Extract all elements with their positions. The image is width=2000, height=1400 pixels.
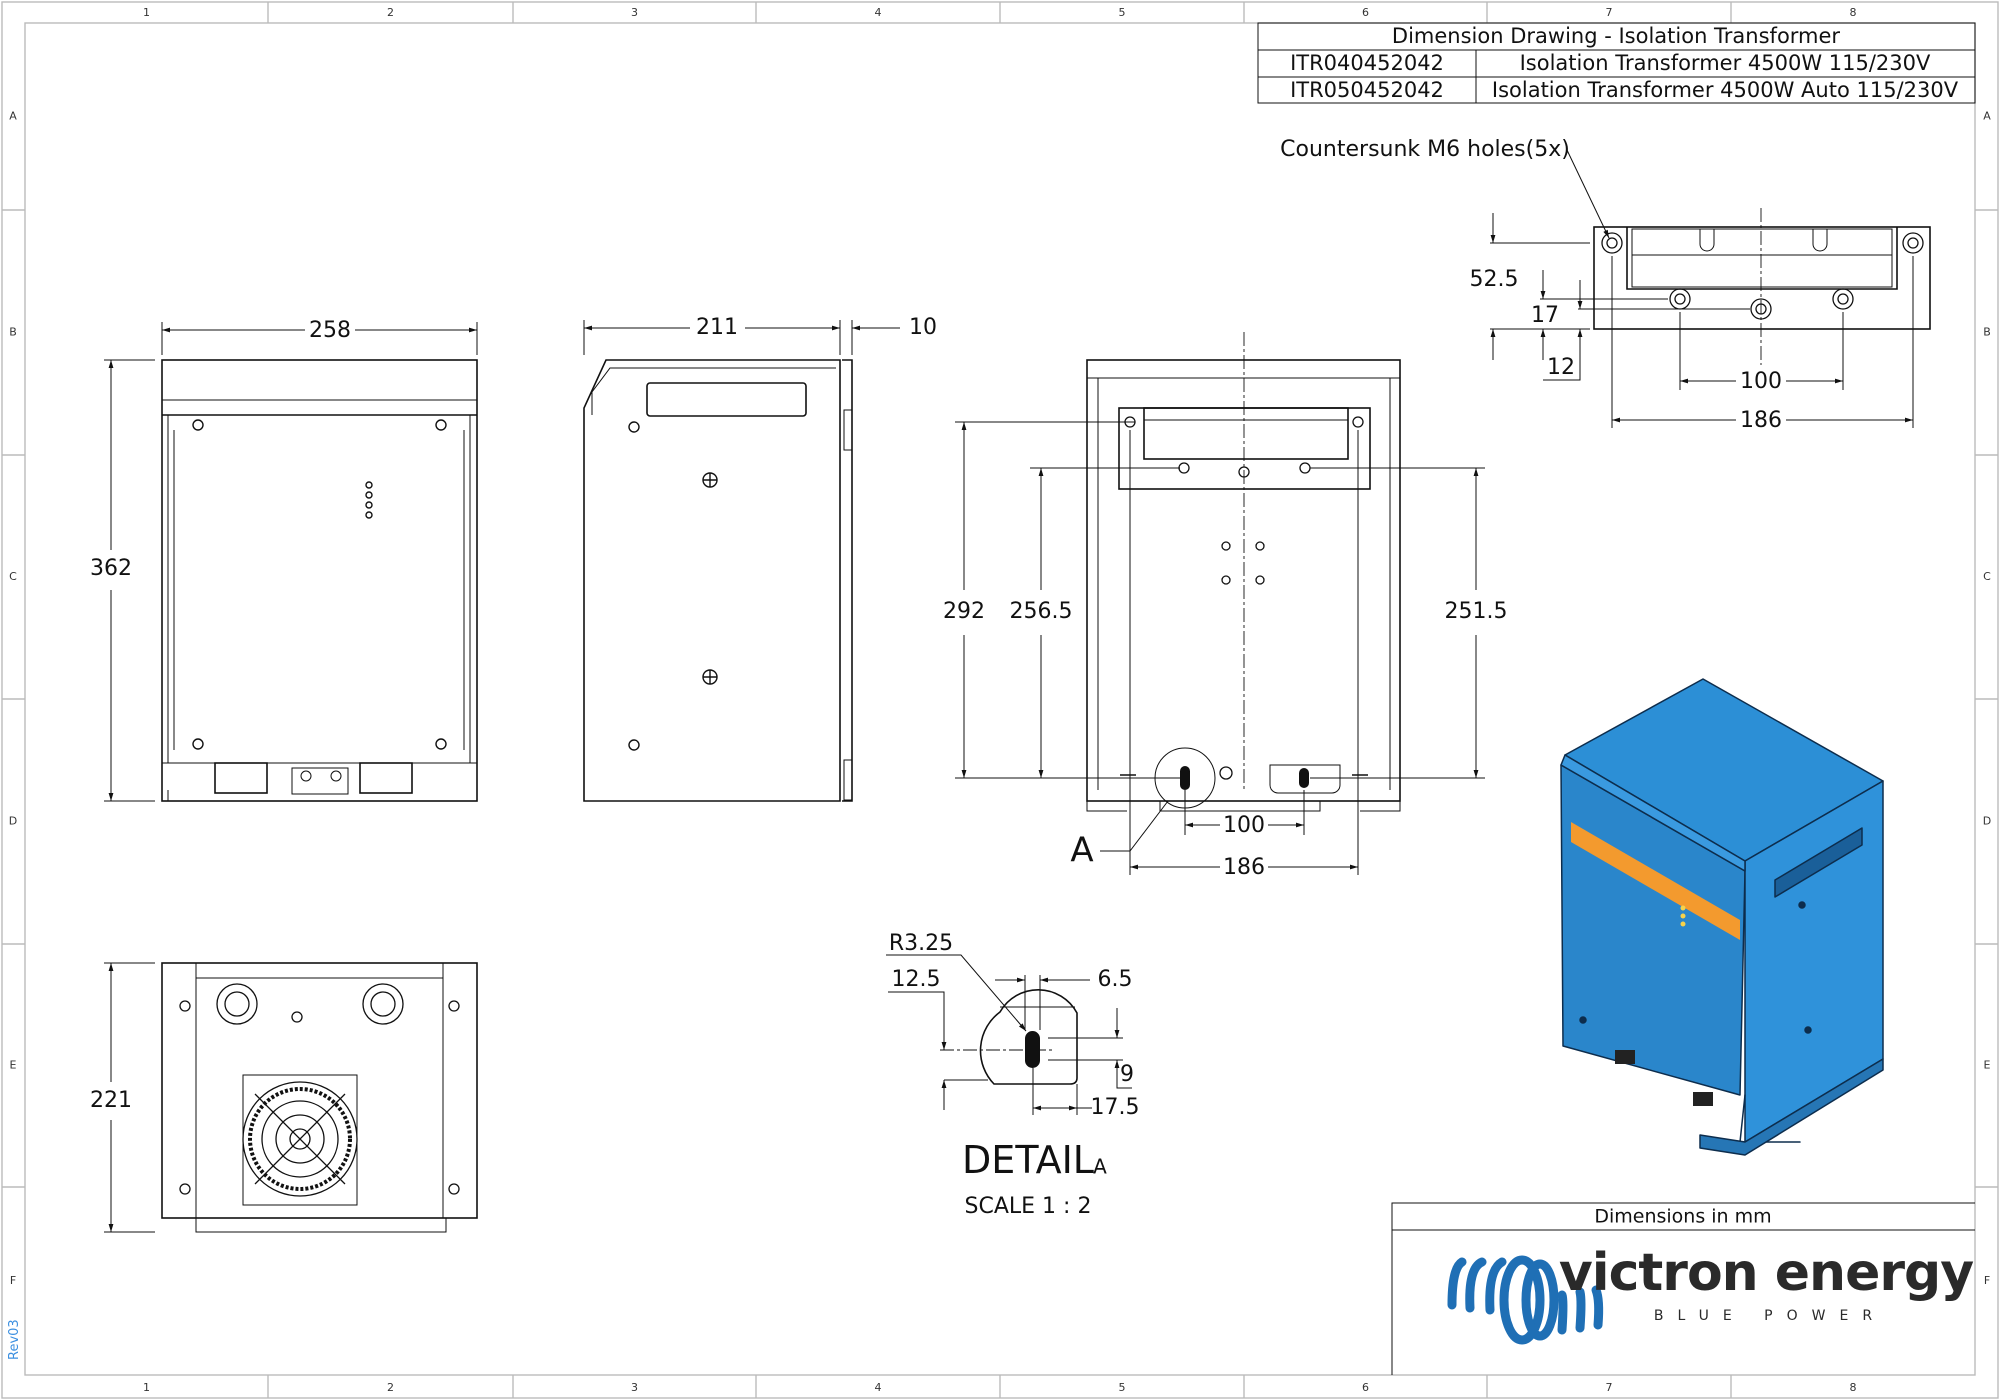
units-note: Dimensions in mm — [1594, 1206, 1771, 1228]
rear-hole-spacing-dim: 186 — [1223, 855, 1265, 880]
grid-row-label: E — [10, 1059, 17, 1072]
bottom-height-dim: 221 — [90, 1088, 132, 1113]
detail-d3-dim: 9 — [1120, 1062, 1134, 1087]
victron-logo-icon — [1447, 1255, 1604, 1345]
grid-column-label: 3 — [631, 1381, 638, 1394]
revision-label: Rev03 — [7, 1319, 22, 1360]
grid-column-label: 4 — [875, 6, 882, 19]
product-render — [1560, 678, 1884, 1156]
grid-row-label: F — [10, 1274, 16, 1287]
detail-letter: A — [1093, 1155, 1107, 1179]
bracket-d2-dim: 17 — [1531, 303, 1559, 328]
grid-column-label: 5 — [1119, 6, 1126, 19]
detail-d2-dim: 6.5 — [1098, 967, 1133, 992]
grid-column-label: 7 — [1606, 1381, 1613, 1394]
product-code-2: ITR050452042 — [1290, 78, 1444, 102]
grid-column-label: 1 — [143, 6, 150, 19]
front-width-dim: 258 — [309, 318, 351, 343]
grid-row-label: A — [9, 110, 17, 123]
grid-column-label: 6 — [1362, 1381, 1369, 1394]
logo-tagline: BLUE POWER — [1654, 1308, 1886, 1324]
detail-title: DETAIL — [962, 1138, 1094, 1182]
bracket-d1-dim: 52.5 — [1470, 267, 1519, 292]
bracket-d5-dim: 186 — [1740, 408, 1782, 433]
rear-h2-dim: 256.5 — [1010, 599, 1073, 624]
grid-column-label: 8 — [1850, 6, 1857, 19]
grid-row-label: D — [9, 815, 17, 828]
countersunk-note: Countersunk M6 holes(5x) — [1280, 137, 1570, 162]
grid-column-label: 3 — [631, 6, 638, 19]
product-code-1: ITR040452042 — [1290, 51, 1444, 75]
product-desc-1: Isolation Transformer 4500W 115/230V — [1520, 51, 1931, 75]
side-view: 211 10 — [583, 315, 937, 802]
drawing-title: Dimension Drawing - Isolation Transforme… — [1392, 24, 1841, 48]
grid-column-label: 2 — [387, 1381, 394, 1394]
detail-radius-dim: R3.25 — [889, 931, 953, 956]
rear-h3-dim: 251.5 — [1445, 599, 1508, 624]
detail-scale: SCALE 1 : 2 — [965, 1194, 1092, 1219]
grid-column-label: 4 — [875, 1381, 882, 1394]
grid-row-label: E — [1984, 1059, 1991, 1072]
grid-row-label: A — [1983, 110, 1991, 123]
detail-callout-label: A — [1070, 831, 1093, 871]
footer-title-block: Dimensions in mm victron energy BLUE POW… — [1391, 1202, 1975, 1375]
bracket-d3-dim: 12 — [1547, 355, 1575, 380]
rear-view: 292 256.5 251.5 100 186 A — [943, 332, 1507, 880]
grid-column-label: 2 — [387, 6, 394, 19]
grid-row-label: B — [9, 326, 17, 339]
grid-column-label: 7 — [1606, 6, 1613, 19]
detail-d4-dim: 17.5 — [1091, 1095, 1140, 1120]
side-depth-dim: 211 — [696, 315, 738, 340]
bracket-view: Countersunk M6 holes(5x) 52.5 17 12 — [1280, 137, 1931, 433]
title-table: Dimension Drawing - Isolation Transforme… — [1257, 22, 1976, 104]
grid-row-label: F — [1984, 1274, 1990, 1287]
product-desc-2: Isolation Transformer 4500W Auto 115/230… — [1492, 78, 1959, 102]
front-view: 258 362 — [90, 318, 478, 802]
front-height-dim: 362 — [90, 556, 132, 581]
detail-d1-dim: 12.5 — [892, 967, 941, 992]
fan-grille-icon — [242, 1074, 358, 1206]
grid-row-label: D — [1983, 815, 1991, 828]
grid-column-label: 8 — [1850, 1381, 1857, 1394]
side-offset-dim: 10 — [909, 315, 937, 340]
bracket-d4-dim: 100 — [1740, 369, 1782, 394]
grid-row-label: C — [1983, 570, 1991, 583]
rear-h1-dim: 292 — [943, 599, 985, 624]
grid-row-label: C — [9, 570, 17, 583]
detail-a-view: R3.25 12.5 6.5 9 17.5 DETAIL A SCALE 1 :… — [886, 931, 1139, 1219]
grid-column-label: 6 — [1362, 6, 1369, 19]
grid-column-label: 5 — [1119, 1381, 1126, 1394]
grid-column-label: 1 — [143, 1381, 150, 1394]
bottom-view: 221 — [90, 962, 478, 1233]
logo-wordmark: victron energy — [1559, 1243, 1973, 1303]
grid-row-label: B — [1983, 326, 1991, 339]
rear-slot-spacing-dim: 100 — [1223, 813, 1265, 838]
